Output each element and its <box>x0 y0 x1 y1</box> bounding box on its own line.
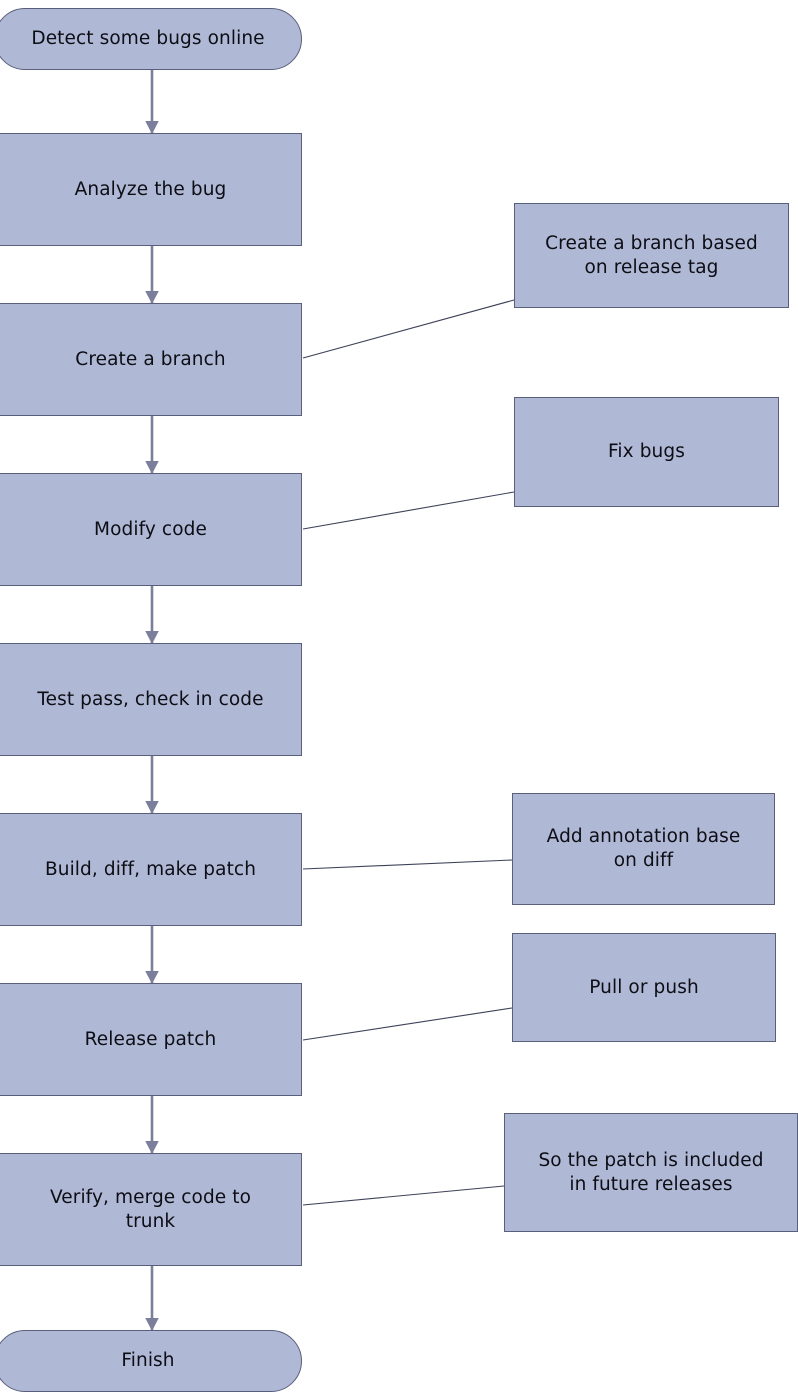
node-label: Pull or push <box>589 976 699 998</box>
note-note-future-releases[interactable]: So the patch is included in future relea… <box>504 1113 798 1232</box>
node-label: Test pass, check in code <box>37 688 264 710</box>
node-label: Finish <box>121 1350 175 1372</box>
note-note-pull-push[interactable]: Pull or push <box>512 933 776 1042</box>
node-label: Add annotation base on diff <box>546 826 741 871</box>
node-label: Detect some bugs online <box>31 28 265 50</box>
node-create-branch[interactable]: Create a branch <box>0 303 302 416</box>
connector-verify-merge-to-note-future-releases <box>302 1185 505 1206</box>
node-test-checkin[interactable]: Test pass, check in code <box>0 643 302 756</box>
node-label: Create a branch <box>75 348 226 370</box>
node-start[interactable]: Detect some bugs online <box>0 8 302 70</box>
note-note-create-branch[interactable]: Create a branch based on release tag <box>514 203 789 308</box>
connector-build-diff-patch-to-note-add-annotation <box>302 859 513 870</box>
node-label: Create a branch based on release tag <box>545 232 758 278</box>
note-note-fix-bugs[interactable]: Fix bugs <box>514 397 779 507</box>
node-label: So the patch is included in future relea… <box>538 1149 764 1195</box>
node-build-diff-patch[interactable]: Build, diff, make patch <box>0 813 302 926</box>
node-label: Modify code <box>94 518 207 540</box>
node-finish[interactable]: Finish <box>0 1330 302 1392</box>
node-label: Verify, merge code to trunk <box>49 1186 252 1232</box>
node-label: Fix bugs <box>608 441 685 463</box>
node-verify-merge[interactable]: Verify, merge code to trunk <box>0 1153 302 1266</box>
connector-create-branch-to-note-create-branch <box>302 299 515 359</box>
node-release-patch[interactable]: Release patch <box>0 983 302 1096</box>
note-note-add-annotation[interactable]: Add annotation base on diff <box>512 793 775 905</box>
node-analyze[interactable]: Analyze the bug <box>0 133 302 246</box>
node-label: Analyze the bug <box>74 178 227 200</box>
connector-release-patch-to-note-pull-push <box>302 1007 513 1041</box>
node-label: Build, diff, make patch <box>44 858 257 880</box>
node-label: Release patch <box>84 1028 217 1050</box>
node-modify-code[interactable]: Modify code <box>0 473 302 586</box>
connector-modify-code-to-note-fix-bugs <box>302 491 515 530</box>
